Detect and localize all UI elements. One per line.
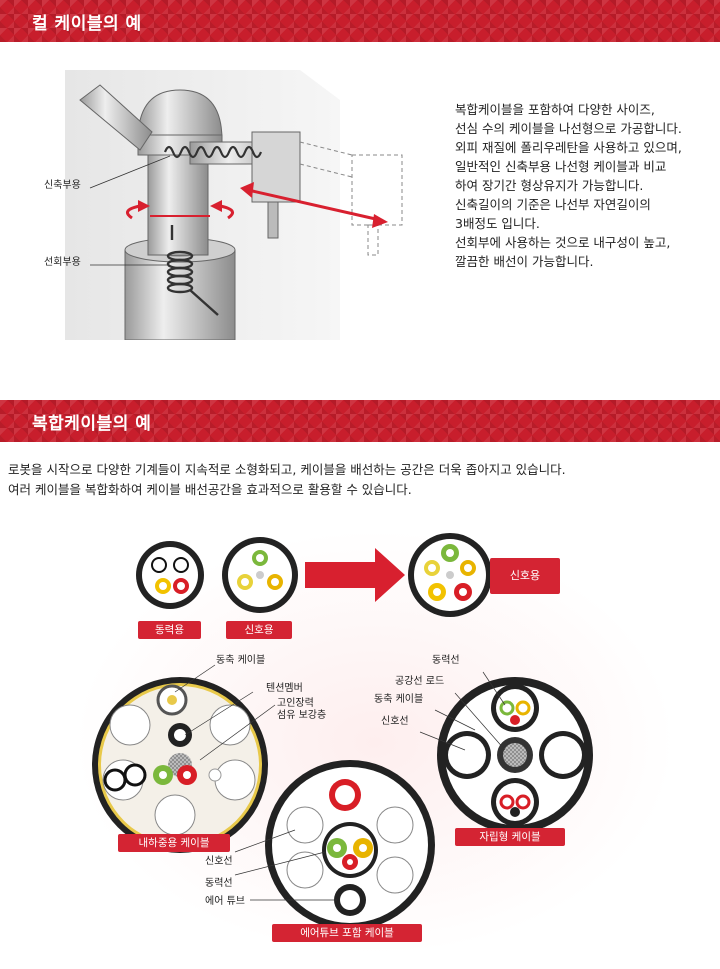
paragraph-line: 일반적인 신축부용 나선형 케이블과 비교 xyxy=(455,159,667,174)
label-coax-cable: 동축 케이블 xyxy=(216,655,266,666)
section-banner-composite-cable: 복합케이블의 예 xyxy=(0,400,720,442)
tag-signal-result: 신호용 xyxy=(490,558,560,594)
composite-cable-diagram xyxy=(75,530,675,955)
section-banner-curl-cable: 컬 케이블의 예 xyxy=(0,0,720,42)
combine-arrow-icon xyxy=(305,548,405,602)
tag-self-supporting-cable: 자립형 케이블 xyxy=(455,828,565,846)
power-cable-cross-section xyxy=(136,541,204,609)
self-supporting-cable-cross-section xyxy=(437,677,593,833)
paragraph-line: 깔끔한 배선이 가능합니다. xyxy=(455,254,594,269)
section-title: 컬 케이블의 예 xyxy=(32,14,142,34)
label-extension-use: 신축부용 xyxy=(44,180,81,191)
tag-signal: 신호용 xyxy=(226,621,292,639)
air-tube-cable-cross-section xyxy=(265,760,435,930)
combined-cable-cross-section xyxy=(408,533,492,617)
label-signal-line-bottom: 신호선 xyxy=(205,856,233,867)
label-power-line-bottom: 동력선 xyxy=(205,878,233,889)
label-power-line-right: 동력선 xyxy=(432,655,460,666)
intro-line: 여러 케이블을 복합화하여 케이블 배선공간을 효과적으로 활용할 수 있습니다… xyxy=(8,482,412,497)
curl-cable-illustration xyxy=(65,70,403,340)
curl-cable-description: 복합케이블을 포함하여 다양한 사이즈, 선심 수의 케이블을 나선형으로 가공… xyxy=(455,100,700,271)
label-rotation-use: 선회부용 xyxy=(44,257,81,268)
paragraph-line: 신축길이의 기준은 나선부 자연길이의 xyxy=(455,197,651,212)
label-coax-cable-right: 동축 케이블 xyxy=(374,694,424,705)
tag-air-tube-cable: 에어튜브 포함 케이블 xyxy=(272,924,422,942)
label-signal-line-right: 신호선 xyxy=(381,716,409,727)
intro-line: 로봇을 시작으로 다양한 기계들이 지속적로 소형화되고, 케이블을 배선하는 … xyxy=(8,462,566,477)
tag-heavy-load-cable: 내하중용 케이블 xyxy=(118,834,230,852)
section-title: 복합케이블의 예 xyxy=(32,414,152,434)
label-high-tension-fiber-2: 섬유 보강층 xyxy=(277,710,327,721)
composite-cable-intro: 로봇을 시작으로 다양한 기계들이 지속적로 소형화되고, 케이블을 배선하는 … xyxy=(8,460,713,500)
tag-power: 동력용 xyxy=(138,621,201,639)
paragraph-line: 선회부에 사용하는 것으로 내구성이 높고, xyxy=(455,235,671,250)
paragraph-line: 하여 장기간 형상유지가 가능합니다. xyxy=(455,178,644,193)
label-air-tube: 에어 튜브 xyxy=(205,896,245,907)
paragraph-line: 복합케이블을 포함하여 다양한 사이즈, xyxy=(455,102,655,117)
label-tension-member: 텐션멤버 xyxy=(266,683,303,694)
signal-cable-cross-section xyxy=(222,537,298,613)
label-steel-rod: 공강선 로드 xyxy=(395,676,445,687)
paragraph-line: 3배정도 입니다. xyxy=(455,216,540,231)
heavy-load-cable-cross-section xyxy=(92,677,268,853)
label-high-tension-fiber-1: 고인장력 xyxy=(277,698,314,709)
paragraph-line: 선심 수의 케이블을 나선형으로 가공합니다. xyxy=(455,121,682,136)
paragraph-line: 외피 재질에 폴리우레탄을 사용하고 있으며, xyxy=(455,140,682,155)
